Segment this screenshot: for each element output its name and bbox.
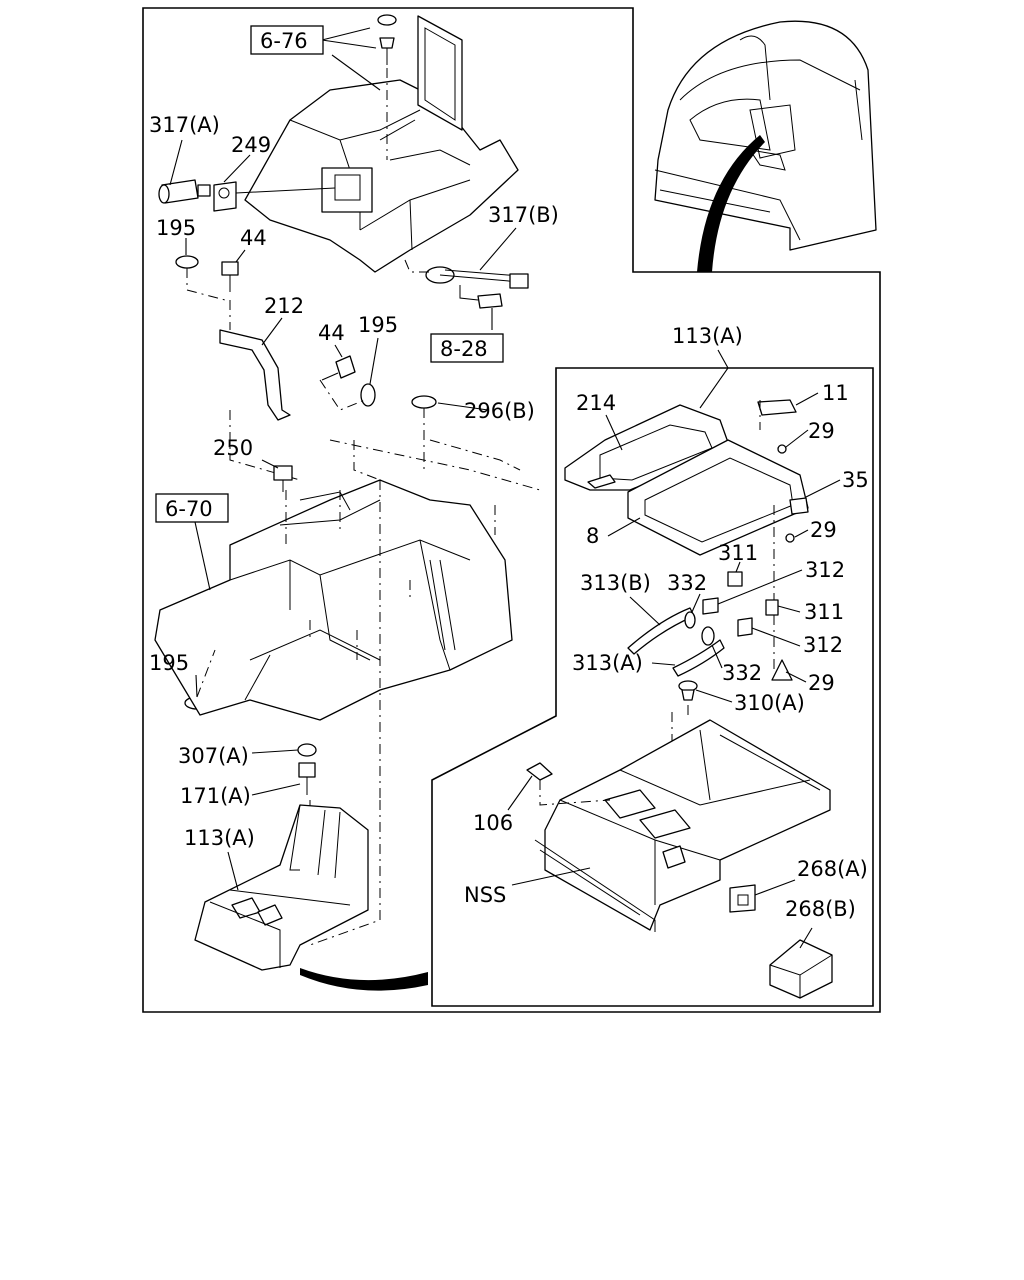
detail-frame [431,367,874,1007]
label-317b: 317(B) [488,203,559,227]
handle-313b [627,607,695,655]
tray-214 [564,404,731,491]
lighter-part [158,179,211,204]
label-332-a: 332 [667,571,707,595]
bracket-268a [729,884,756,913]
label-113a-right: 113(A) [672,324,743,348]
disc-195-a [175,255,199,269]
label-249: 249 [231,133,271,157]
label-8: 8 [586,524,599,548]
diagram-frame [142,7,881,1013]
label-268b: 268(B) [785,897,856,921]
disc-195-b [360,383,376,407]
clip-312a [702,597,719,615]
ref-6-70[interactable]: 6-70 [165,497,213,521]
upper-console [244,15,519,273]
screw-29b [785,533,795,543]
label-195-b: 195 [358,313,398,337]
handle-313a [672,639,725,677]
console-113a-detail [534,719,831,932]
truck-cab-icon [654,20,877,272]
screw-icon [377,14,397,160]
leader-lines [169,27,841,949]
screw-29a [777,444,787,454]
label-332-b: 332 [722,661,762,685]
bracket-268b [769,939,833,999]
label-214: 214 [576,391,616,415]
label-106: 106 [473,811,513,835]
clip-106 [526,762,553,781]
bolt-171a [298,762,316,795]
label-44-a: 44 [240,226,267,250]
ref-box-6-70[interactable] [155,493,229,523]
ref-box-6-76[interactable] [250,25,324,55]
cap-307a [297,743,317,757]
clip-311a [727,571,743,587]
label-195-c: 195 [149,651,189,675]
label-29-c: 29 [808,671,835,695]
ring-332b [701,626,715,646]
screw-29c [771,659,793,681]
plug-310a [678,680,698,701]
bolt-icon [221,261,356,381]
label-44-b: 44 [318,321,345,345]
label-312-b: 312 [803,633,843,657]
bracket-35 [789,497,809,515]
bracket-11 [757,399,797,416]
label-317a: 317(A) [149,113,220,137]
label-311-b: 311 [804,600,844,624]
floor-console [154,479,513,721]
label-296b: 296(B) [464,399,535,423]
label-113a-left: 113(A) [184,826,255,850]
harness-317b [425,266,529,309]
label-29-a: 29 [808,419,835,443]
bracket-212 [219,329,291,421]
label-311-a: 311 [718,541,758,565]
label-313b: 313(B) [580,571,651,595]
label-250: 250 [213,436,253,460]
ref-8-28[interactable]: 8-28 [440,337,488,361]
label-307a: 307(A) [178,744,249,768]
detail-arrow [300,968,428,991]
clip-312b [737,617,753,637]
ring-part [213,181,237,212]
label-312-a: 312 [805,558,845,582]
clip-311b [765,599,779,616]
label-29-b: 29 [810,518,837,542]
ref-box-8-28[interactable] [430,333,504,363]
label-35: 35 [842,468,869,492]
ring-332a [684,611,696,629]
label-171a: 171(A) [180,784,251,808]
console-113a-small [194,804,369,971]
label-268a: 268(A) [797,857,868,881]
label-195-a: 195 [156,216,196,240]
label-nss: NSS [464,883,506,907]
clip-icon [273,465,293,492]
label-212: 212 [264,294,304,318]
disc-296b [411,395,437,409]
label-310a: 310(A) [734,691,805,715]
ref-6-76[interactable]: 6-76 [260,29,308,53]
label-11: 11 [822,381,849,405]
label-313a: 313(A) [572,651,643,675]
